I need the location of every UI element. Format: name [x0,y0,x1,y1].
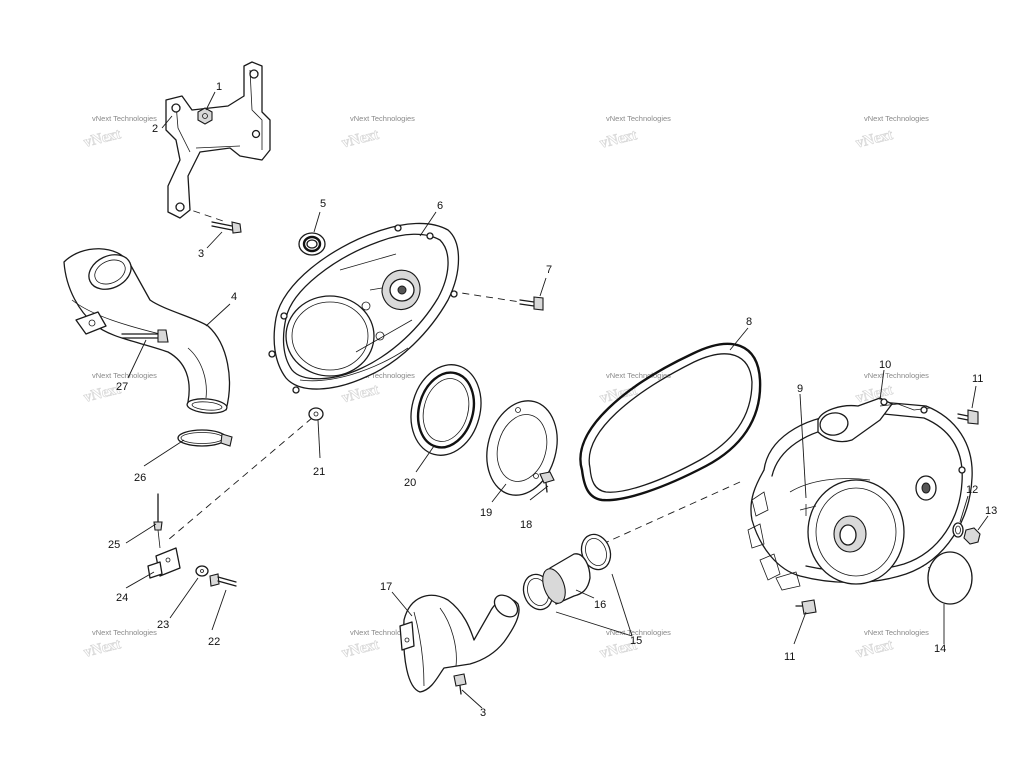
watermark-text: vNext Technologies [864,628,929,637]
bolt-part [211,221,242,234]
callout-label: 9 [797,383,803,395]
o-ring-part [952,522,964,538]
wire-pin-part [153,493,163,549]
boot-clamp-part [580,533,612,571]
callout-label: 5 [320,198,326,210]
watermark: vNext vNext Technologies [82,114,157,151]
retainer-plate-part [486,400,558,496]
callout-label: 17 [380,581,392,593]
drain-plug-part [963,527,981,545]
callout-label: 23 [157,619,169,631]
callout-label: 11 [972,373,983,385]
duct-bolt-part [121,329,169,343]
callout-label: 16 [594,599,606,611]
svg-text:vNext: vNext [82,126,122,151]
svg-text:vNext: vNext [598,127,638,152]
watermark-text: vNext Technologies [350,114,415,123]
washer-part [308,407,324,421]
watermark: vNext vNext Technologies [340,114,415,152]
watermark: vNext vNext Technologies [854,371,929,407]
svg-text:vNext: vNext [598,382,638,407]
callout-label: 11 [784,651,795,663]
callout-label: 6 [437,200,443,212]
watermark-text: vNext Technologies [92,371,157,380]
callout-label: 8 [746,316,752,328]
intake-duct-part [63,248,231,414]
callout-label: 14 [934,643,946,655]
hex-bolt-part [209,573,237,587]
callout-label: 24 [116,592,128,604]
seal-part [298,232,326,256]
callout-label: 13 [985,505,997,517]
callout-label: 25 [108,539,120,551]
alignment-line [167,417,313,541]
callout-label: 2 [152,123,158,135]
inner-clutch-cover-part [268,222,460,394]
callout-label: 22 [208,636,220,648]
callout-label: 10 [879,359,891,371]
gasket-part [927,551,973,605]
callouts: 1 2 3 4 5 6 7 8 9 10 11 11 12 13 14 15 1… [108,81,997,719]
outer-cover-bolt-part [795,599,817,615]
hose-clamp-part [177,429,233,447]
cover-bolt-part [519,296,544,311]
callout-label: 4 [231,291,237,303]
watermark-text: vNext Technologies [92,628,157,637]
watermark: vNext vNext Technologies [598,114,671,152]
watermark: vNext vNext Technologies [82,628,157,661]
watermark-text: vNext Technologies [864,371,929,380]
exhaust-duct-part [399,594,520,693]
callout-label: 1 [216,81,222,93]
nut-part [197,107,213,125]
watermark: vNext vNext Technologies [854,628,929,662]
callout-label: 15 [630,635,642,647]
callout-label: 19 [480,507,492,519]
bracket-clip-part [147,547,181,579]
svg-text:vNext: vNext [854,127,894,152]
drive-belt-part [579,342,762,502]
duct-screw-part [453,673,467,695]
watermark-text: vNext Technologies [92,114,157,123]
watermark-text: vNext Technologies [606,114,671,123]
mounting-bracket-part [165,61,271,219]
watermark-text: vNext Technologies [350,628,415,637]
watermark: vNext vNext Technologies [854,114,929,152]
callout-label: 20 [404,477,416,489]
svg-text:vNext: vNext [340,382,380,407]
callout-label: 18 [520,519,532,531]
alignment-line [402,283,521,303]
alignment-line [181,206,227,223]
watermark-text: vNext Technologies [606,371,671,380]
watermark: vNext vNext Technologies [598,371,671,407]
watermark-text: vNext Technologies [864,114,929,123]
callout-label: 12 [966,484,978,496]
watermark-text: vNext Technologies [606,628,671,637]
alignment-line [597,481,741,547]
leader-lines [125,91,989,709]
callout-label: 7 [546,264,552,276]
lock-washer-part [195,565,209,577]
outer-clutch-cover-part [747,397,973,591]
callout-label: 3 [480,707,486,719]
watermark-text: vNext Technologies [350,371,415,380]
bearing-ring-part [410,364,482,456]
outer-cover-bolt-part [957,409,979,425]
callout-label: 26 [134,472,146,484]
svg-text:vNext: vNext [82,636,122,661]
svg-text:vNext: vNext [340,637,380,662]
callout-label: 27 [116,381,128,393]
callout-label: 3 [198,248,204,260]
svg-text:vNext: vNext [854,637,894,662]
callout-label: 21 [313,466,325,478]
svg-text:vNext: vNext [340,127,380,152]
